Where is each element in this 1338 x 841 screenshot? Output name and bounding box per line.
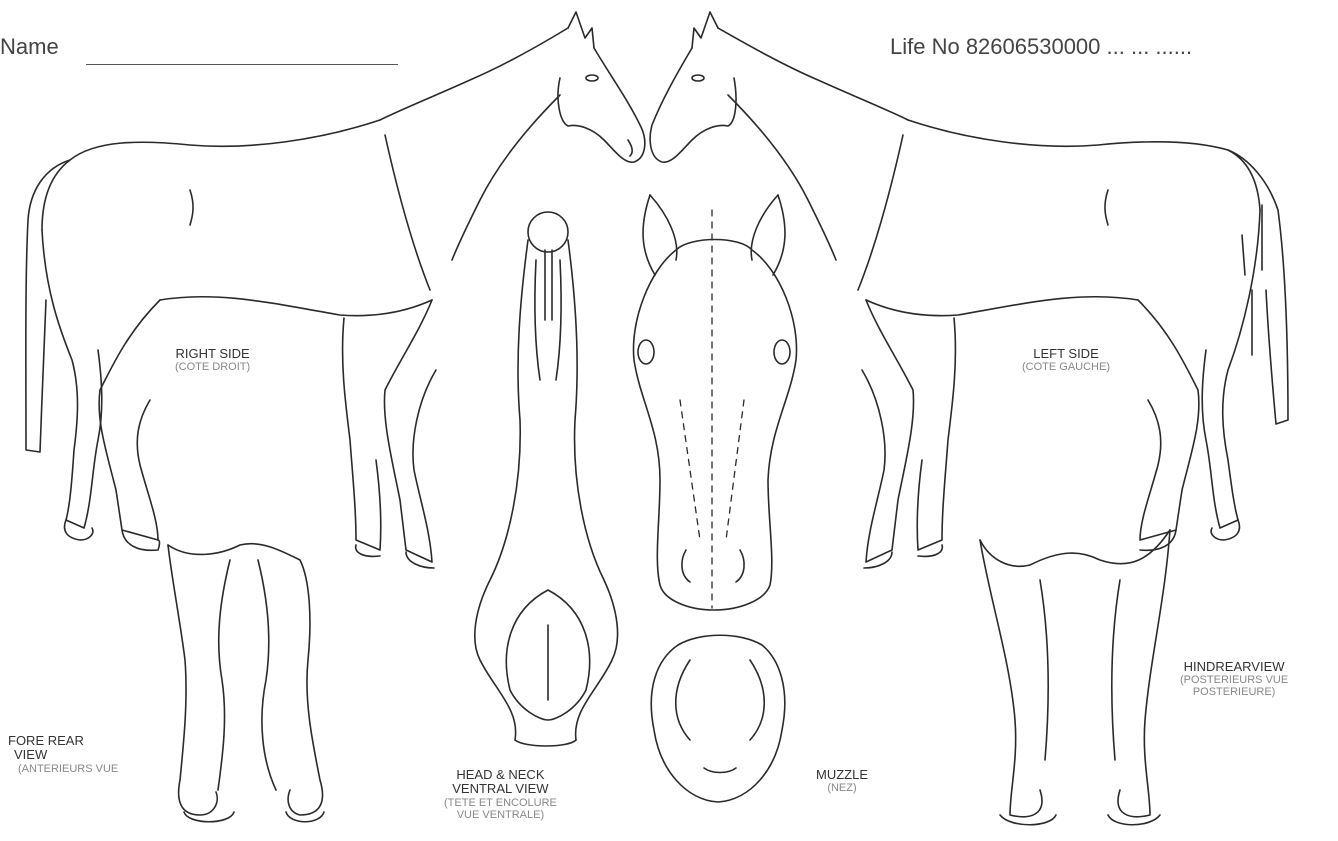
left-side-label: LEFT SIDE (COTE GAUCHE) — [1022, 347, 1110, 373]
hind-rear-label: HINDREARVIEW (POSTERIEURS VUE POSTERIEUR… — [1180, 660, 1288, 698]
right-side-title: RIGHT SIDE — [175, 347, 250, 361]
head-neck-title-line1: HEAD & NECK — [444, 768, 557, 782]
muzzle-title: MUZZLE — [816, 768, 868, 782]
hind-rear-subtitle-line1: (POSTERIEURS VUE — [1180, 674, 1288, 686]
name-label: Name — [0, 34, 59, 60]
fore-rear-title-line1: FORE REAR — [8, 734, 118, 748]
muzzle-subtitle: (NEZ) — [816, 782, 868, 794]
head-neck-title-line2: VENTRAL VIEW — [444, 782, 557, 796]
head-neck-ventral-outline — [475, 212, 618, 746]
head-neck-subtitle-line1: (TETE ET ENCOLURE — [444, 797, 557, 809]
fore-legs-rear-outline — [168, 544, 324, 822]
left-side-title: LEFT SIDE — [1022, 347, 1110, 361]
life-number: Life No 82606530000 ... ... ...... — [890, 34, 1192, 60]
fore-rear-label: FORE REAR VIEW (ANTERIEURS VUE — [8, 734, 118, 775]
left-side-horse-outline — [650, 12, 1288, 568]
head-neck-label: HEAD & NECK VENTRAL VIEW (TETE ET ENCOLU… — [444, 768, 557, 821]
muzzle-outline — [651, 635, 785, 802]
hind-rear-subtitle-line2: POSTERIEURE) — [1180, 686, 1288, 698]
fore-rear-subtitle: (ANTERIEURS VUE — [8, 763, 118, 775]
hind-legs-rear-outline — [980, 530, 1170, 825]
right-side-subtitle: (COTE DROIT) — [175, 361, 250, 373]
head-front-outline — [633, 195, 796, 610]
head-neck-subtitle-line2: VUE VENTRALE) — [444, 809, 557, 821]
muzzle-label: MUZZLE (NEZ) — [816, 768, 868, 794]
fore-rear-title-line2: VIEW — [8, 748, 118, 762]
name-entry-line[interactable] — [86, 64, 398, 65]
left-side-subtitle: (COTE GAUCHE) — [1022, 361, 1110, 373]
right-side-label: RIGHT SIDE (COTE DROIT) — [175, 347, 250, 373]
hind-rear-title: HINDREARVIEW — [1180, 660, 1288, 674]
